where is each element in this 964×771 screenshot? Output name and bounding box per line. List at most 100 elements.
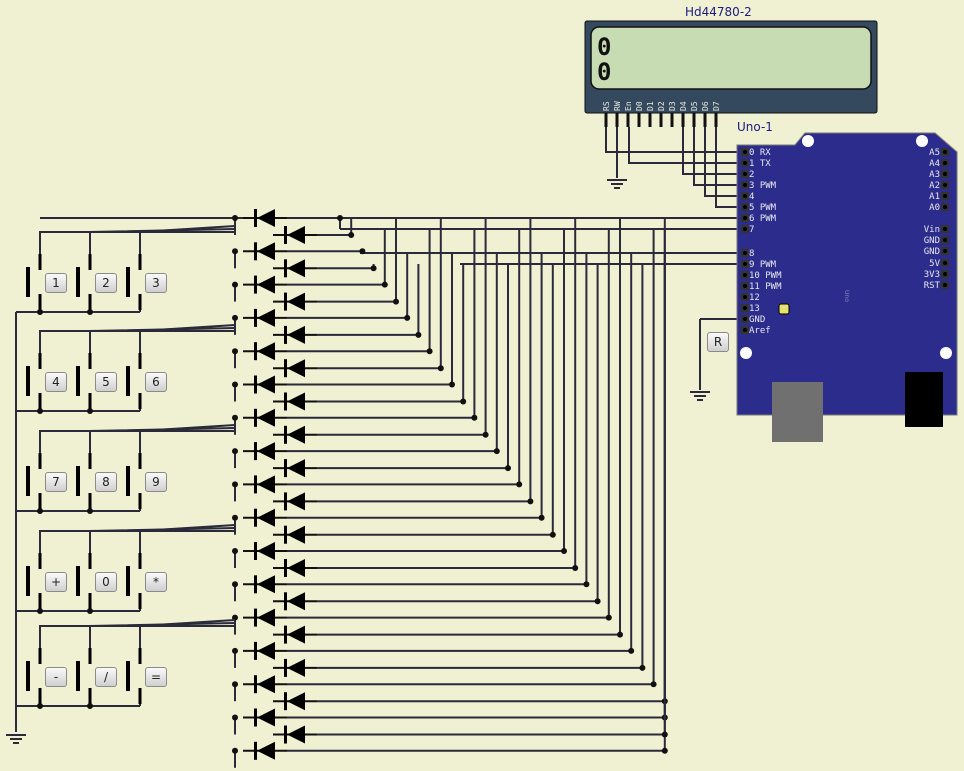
keypad-switch[interactable] [126,648,142,704]
uno-pin[interactable] [743,317,747,321]
uno-pin-label: 12 [749,293,760,303]
diode[interactable] [243,209,287,227]
diode[interactable] [243,675,287,694]
uno-pin[interactable] [743,262,747,266]
uno-pin[interactable] [943,150,947,154]
uno-pin[interactable] [943,205,947,209]
diode[interactable] [243,342,287,361]
power-jack [905,372,943,427]
uno-pin[interactable] [743,205,747,209]
uno-pin[interactable] [943,183,947,187]
uno-pin[interactable] [743,295,747,299]
uno-pin-label: GND [924,236,940,246]
diode[interactable] [273,692,317,711]
keypad-switch[interactable] [76,553,92,609]
diode[interactable] [273,492,317,511]
diode[interactable] [243,741,287,760]
diode[interactable] [243,641,287,660]
uno-pin[interactable] [943,227,947,231]
key-button[interactable]: 3 [145,273,167,293]
keypad-switch[interactable] [26,648,42,704]
keypad-switch[interactable] [26,254,42,310]
key-button[interactable]: - [45,667,67,687]
lcd-pin-label: RW [613,101,622,111]
diode[interactable] [243,242,287,261]
uno-pin[interactable] [943,249,947,253]
uno-pin[interactable] [743,150,747,154]
key-button[interactable]: 6 [145,372,167,392]
lcd-pin-label: D4 [679,101,688,111]
diode[interactable] [243,708,287,727]
diode[interactable] [243,408,287,427]
diode[interactable] [273,325,317,344]
keypad-switch[interactable] [126,453,142,509]
diode[interactable] [273,625,317,644]
uno-pin[interactable] [943,194,947,198]
uno-pin[interactable] [943,238,947,242]
keypad-switch[interactable] [76,453,92,509]
keypad-switch[interactable] [126,553,142,609]
key-button[interactable]: / [95,667,117,687]
uno-pin[interactable] [943,172,947,176]
diode[interactable] [273,425,317,444]
diode[interactable] [243,375,287,394]
diode[interactable] [273,725,317,744]
diode[interactable] [243,475,287,494]
keypad-switch[interactable] [126,353,142,409]
uno-pin[interactable] [743,172,747,176]
keypad-switch[interactable] [76,353,92,409]
uno-pin[interactable] [743,273,747,277]
key-button[interactable]: 0 [95,572,117,592]
keypad-switch[interactable] [26,553,42,609]
diode[interactable] [273,392,317,411]
diode[interactable] [243,275,287,294]
uno-pin[interactable] [743,306,747,310]
uno-pin[interactable] [743,284,747,288]
uno-pin[interactable] [743,194,747,198]
uno-pin[interactable] [743,251,747,255]
diode[interactable] [243,542,287,560]
diode[interactable] [243,508,287,527]
keypad-switch[interactable] [26,353,42,409]
diode[interactable] [273,459,317,478]
key-button[interactable]: 5 [95,372,117,392]
diode[interactable] [273,559,317,577]
diode[interactable] [243,442,287,461]
uno-pin-label: 2 [749,170,754,180]
uno-pin[interactable] [743,216,747,220]
keypad-switch[interactable] [26,453,42,509]
diode[interactable] [273,359,317,378]
diode[interactable] [273,658,317,677]
uno-pin[interactable] [943,272,947,276]
uno-pin[interactable] [743,328,747,332]
uno-pin[interactable] [743,161,747,165]
key-button[interactable]: = [145,667,167,687]
key-button[interactable]: 8 [95,472,117,492]
uno-pin[interactable] [943,161,947,165]
uno-pin[interactable] [743,227,747,231]
diode[interactable] [273,592,317,611]
uno-pin[interactable] [743,183,747,187]
diode[interactable] [273,259,317,278]
uno-pin[interactable] [943,261,947,265]
key-button[interactable]: 2 [95,273,117,293]
keypad-switch[interactable] [76,254,92,310]
key-button[interactable]: 1 [45,273,67,293]
diode[interactable] [243,608,287,627]
keypad-switch[interactable] [126,254,142,310]
uno-pin[interactable] [943,283,947,287]
diode[interactable] [243,575,287,594]
key-button[interactable]: + [45,572,67,592]
diode[interactable] [273,525,317,544]
key-button[interactable]: * [145,572,167,592]
reset-button[interactable]: R [707,332,729,352]
key-button[interactable]: 7 [45,472,67,492]
keypad-switch[interactable] [76,648,92,704]
diode[interactable] [273,292,317,311]
key-button[interactable]: 9 [145,472,167,492]
key-button[interactable]: 4 [45,372,67,392]
diode[interactable] [273,226,317,244]
diode[interactable] [243,308,287,327]
